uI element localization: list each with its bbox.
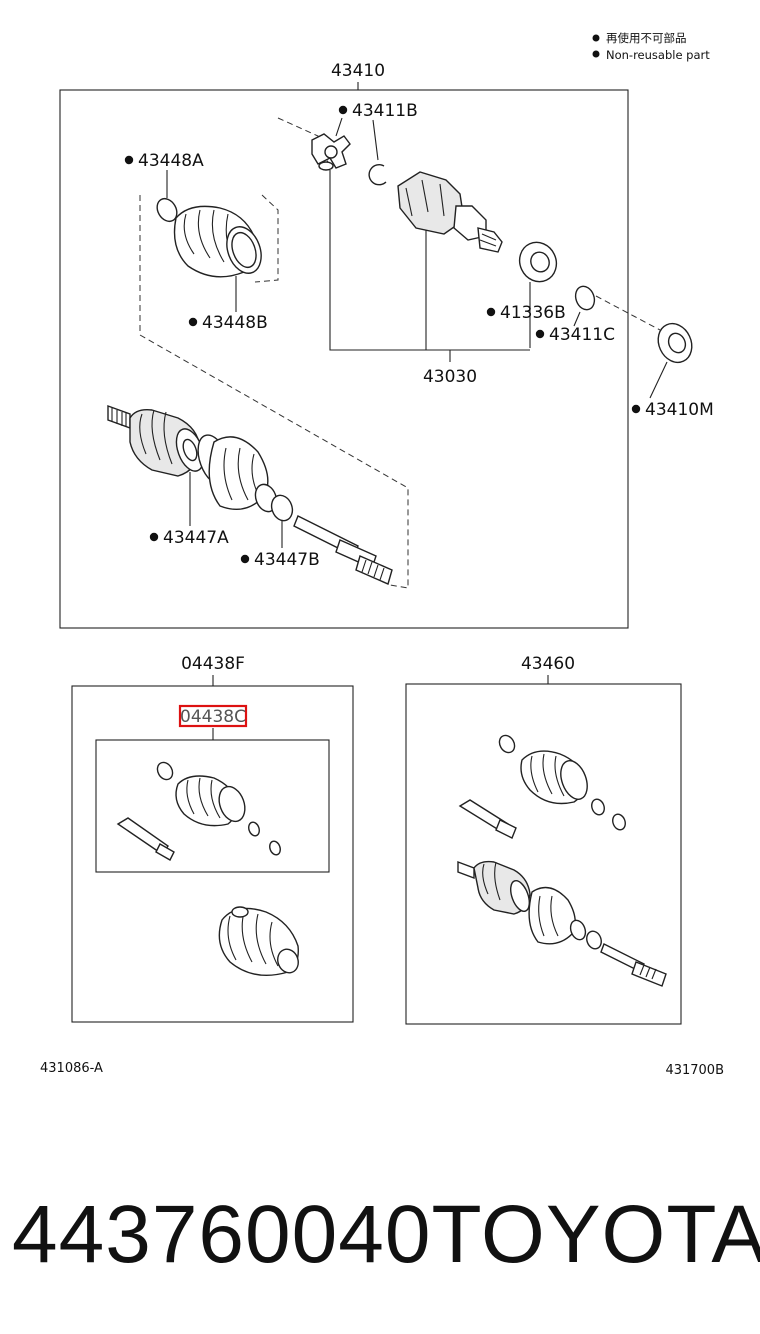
highlighted-part-number[interactable]: 04438C (180, 707, 246, 727)
boot-clamp-small-part[interactable] (153, 195, 181, 225)
label-43448B[interactable]: 43448B (202, 313, 268, 333)
inner-housing-part[interactable] (397, 171, 503, 253)
kit-left: 04438F 04438C (71, 654, 354, 1023)
highlight-box (178, 704, 248, 728)
label-43448A[interactable]: 43448A (138, 151, 204, 171)
label-43030[interactable]: 43030 (423, 367, 477, 387)
label-43447A[interactable]: 43447A (163, 528, 229, 548)
boot-kit-large-part[interactable] (496, 733, 627, 832)
legend-jp: 再使用不可部品 (606, 31, 687, 45)
legend: 再使用不可部品 Non-reusable part (592, 31, 710, 62)
kit-right-frame (405, 683, 682, 1025)
tripod-joint-part[interactable] (311, 133, 351, 171)
parts-diagram: 再使用不可部品 Non-reusable part 43410 43411B (40, 31, 724, 1078)
assembly-main-frame (59, 89, 629, 629)
legend-bullet-en (592, 50, 600, 58)
dust-seal-part[interactable] (513, 236, 563, 287)
label-43410M[interactable]: 43410M (645, 400, 714, 420)
kit-left-subframe (95, 739, 330, 873)
label-41336B[interactable]: 41336B (500, 303, 566, 323)
footer-part-number: 443760040 (12, 1189, 432, 1280)
legend-en: Non-reusable part (606, 48, 710, 62)
snap-ring-outer-part[interactable] (572, 284, 597, 313)
boot-kit-small-part[interactable] (154, 760, 282, 857)
legend-bullet-jp (592, 34, 600, 42)
drive-shaft-right-part[interactable] (457, 860, 667, 987)
inner-boot-part[interactable] (173, 205, 268, 278)
grease-tube-part[interactable] (116, 817, 175, 861)
reference-right: 431700B (665, 1063, 724, 1078)
snap-ring-part[interactable] (368, 164, 387, 186)
label-43411B[interactable]: 43411B (352, 101, 418, 121)
footer-bar: 443760040 TOYOTA (0, 1180, 760, 1290)
kit-left-number[interactable]: 04438F (181, 654, 245, 674)
label-43411C[interactable]: 43411C (549, 325, 615, 345)
grease-tube-right-part[interactable] (458, 799, 517, 839)
footer-brand: TOYOTA (431, 1189, 760, 1280)
reference-left: 431086-A (40, 1061, 103, 1076)
label-43447B[interactable]: 43447B (254, 550, 320, 570)
kit-right: 43460 (405, 654, 682, 1025)
assembly-main-number[interactable]: 43410 (331, 61, 385, 81)
kit-left-frame (71, 685, 354, 1023)
assembly-main: 43410 43411B 43448A (59, 61, 714, 629)
drive-shaft-part[interactable] (107, 405, 393, 585)
kit-right-number[interactable]: 43460 (521, 654, 575, 674)
outer-boot-part[interactable] (218, 906, 301, 977)
washer-part[interactable] (652, 318, 698, 368)
